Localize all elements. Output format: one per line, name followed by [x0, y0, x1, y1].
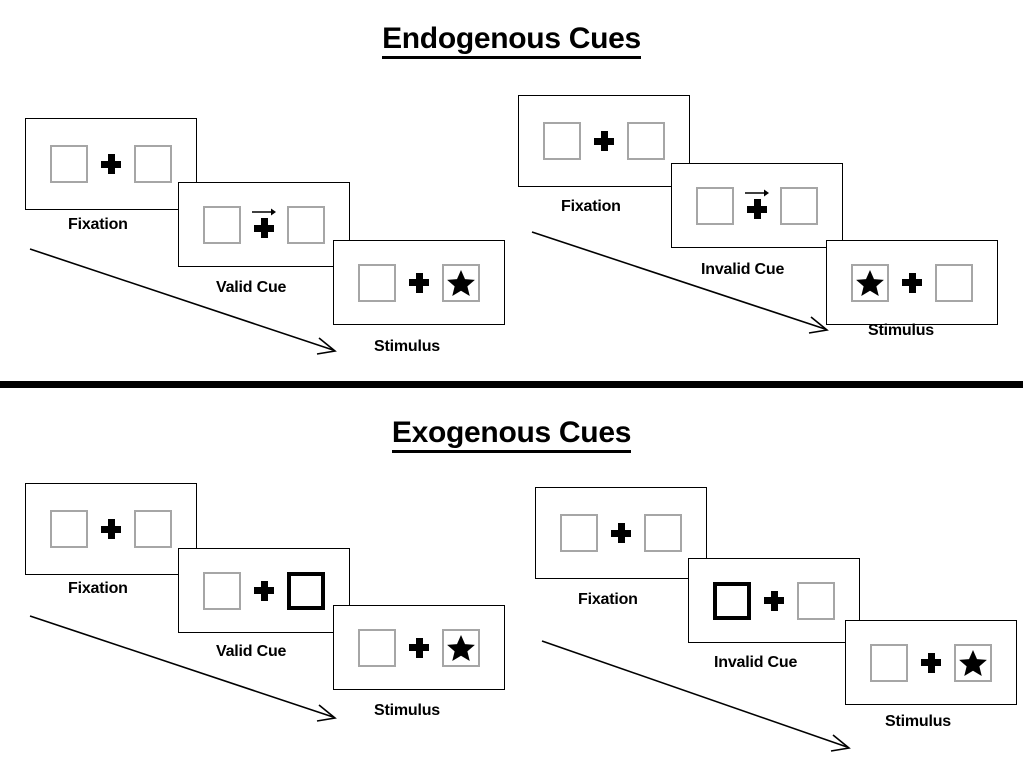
panel-label-endogenous-invalid-cue: Invalid Cue [701, 261, 785, 278]
placeholder-box-left [358, 628, 396, 667]
placeholder-box-right [954, 643, 992, 682]
panel-content [851, 263, 973, 302]
fixation-cross-wrap [88, 519, 134, 539]
panel-label-endogenous-valid-stimulus: Stimulus [374, 338, 440, 355]
placeholder-box-right [442, 263, 480, 302]
panel-label-exogenous-valid-fixation: Fixation [68, 580, 128, 597]
fixation-cross-wrap [889, 272, 935, 293]
panel-endogenous-valid-stimulus [333, 240, 505, 325]
panel-label-endogenous-valid-fixation: Fixation [68, 216, 128, 233]
placeholder-box-left [851, 263, 889, 302]
panel-exogenous-valid-stimulus [333, 605, 505, 690]
flow-arrow-icon [541, 640, 851, 752]
section-title-endogenous-text: Endogenous Cues [382, 22, 641, 59]
panel-content [358, 628, 480, 667]
panel-exogenous-invalid-cue [688, 558, 860, 643]
section-title-endogenous: Endogenous Cues [0, 22, 1023, 59]
flow-arrow-icon [531, 231, 829, 334]
panel-label-exogenous-valid-stimulus: Stimulus [374, 702, 440, 719]
fixation-cross-wrap [581, 131, 627, 151]
fixation-cross-wrap [241, 208, 287, 238]
fixation-cross-icon [594, 131, 614, 151]
panel-exogenous-invalid-stimulus [845, 620, 1017, 705]
fixation-cross-icon [764, 590, 784, 611]
fixation-cross-icon [101, 519, 121, 539]
fixation-cross-wrap [734, 189, 780, 219]
section-title-exogenous-text: Exogenous Cues [391, 416, 631, 453]
panel-content [358, 263, 480, 302]
flow-arrow-icon [29, 248, 337, 355]
panel-content [560, 514, 682, 552]
panel-exogenous-valid-cue [178, 548, 350, 633]
panel-exogenous-invalid-fixation [535, 487, 707, 579]
section-title-exogenous: Exogenous Cues [0, 416, 1023, 453]
cue-arrow-icon [252, 208, 276, 216]
star-icon [856, 269, 884, 296]
placeholder-box-left [203, 205, 241, 244]
star-icon [959, 649, 987, 676]
panel-content [713, 581, 835, 620]
fixation-cross-icon [254, 218, 274, 238]
placeholder-box-left [560, 514, 598, 552]
panel-content [543, 122, 665, 160]
fixation-cross-wrap [396, 637, 442, 658]
cued-box-left [713, 581, 751, 620]
panel-content [50, 510, 172, 548]
panel-label-exogenous-valid-cue: Valid Cue [216, 643, 287, 660]
panel-label-endogenous-valid-cue: Valid Cue [216, 279, 287, 296]
placeholder-box-right [780, 186, 818, 225]
panel-label-endogenous-invalid-stimulus: Stimulus [868, 322, 934, 339]
fixation-cross-wrap [241, 580, 287, 601]
fixation-cross-icon [409, 637, 429, 658]
placeholder-box-left [696, 186, 734, 225]
placeholder-box-left [203, 571, 241, 610]
panel-content [696, 186, 818, 225]
fixation-cross-icon [921, 652, 941, 673]
panel-content [203, 205, 325, 244]
placeholder-box-right [644, 514, 682, 552]
placeholder-box-right [797, 581, 835, 620]
panel-content [870, 643, 992, 682]
flow-arrow-icon [29, 615, 337, 722]
panel-exogenous-valid-fixation [25, 483, 197, 575]
placeholder-box-left [50, 510, 88, 548]
panel-label-endogenous-invalid-fixation: Fixation [561, 198, 621, 215]
star-icon [447, 269, 475, 296]
fixation-cross-icon [747, 199, 767, 219]
panel-label-exogenous-invalid-stimulus: Stimulus [885, 713, 951, 730]
panel-content [203, 571, 325, 610]
cue-arrow-icon [745, 189, 769, 197]
star-icon [447, 634, 475, 661]
fixation-cross-wrap [396, 272, 442, 293]
placeholder-box-right [442, 628, 480, 667]
fixation-cross-wrap [908, 652, 954, 673]
placeholder-box-right [627, 122, 665, 160]
panel-content [50, 145, 172, 183]
fixation-cross-icon [101, 154, 121, 174]
fixation-cross-wrap [88, 154, 134, 174]
placeholder-box-left [870, 643, 908, 682]
placeholder-box-right [935, 263, 973, 302]
fixation-cross-icon [902, 272, 922, 293]
fixation-cross-icon [254, 580, 274, 601]
panel-endogenous-invalid-stimulus [826, 240, 998, 325]
placeholder-box-left [358, 263, 396, 302]
cued-box-right [287, 571, 325, 610]
fixation-cross-wrap [598, 523, 644, 543]
fixation-cross-icon [409, 272, 429, 293]
panel-label-exogenous-invalid-cue: Invalid Cue [714, 654, 798, 671]
panel-endogenous-invalid-cue [671, 163, 843, 248]
placeholder-box-right [134, 145, 172, 183]
placeholder-box-left [50, 145, 88, 183]
fixation-cross-icon [611, 523, 631, 543]
placeholder-box-left [543, 122, 581, 160]
fixation-cross-wrap [751, 590, 797, 611]
placeholder-box-right [134, 510, 172, 548]
panel-endogenous-valid-fixation [25, 118, 197, 210]
panel-endogenous-valid-cue [178, 182, 350, 267]
placeholder-box-right [287, 205, 325, 244]
section-divider [0, 381, 1023, 388]
panel-endogenous-invalid-fixation [518, 95, 690, 187]
panel-label-exogenous-invalid-fixation: Fixation [578, 591, 638, 608]
